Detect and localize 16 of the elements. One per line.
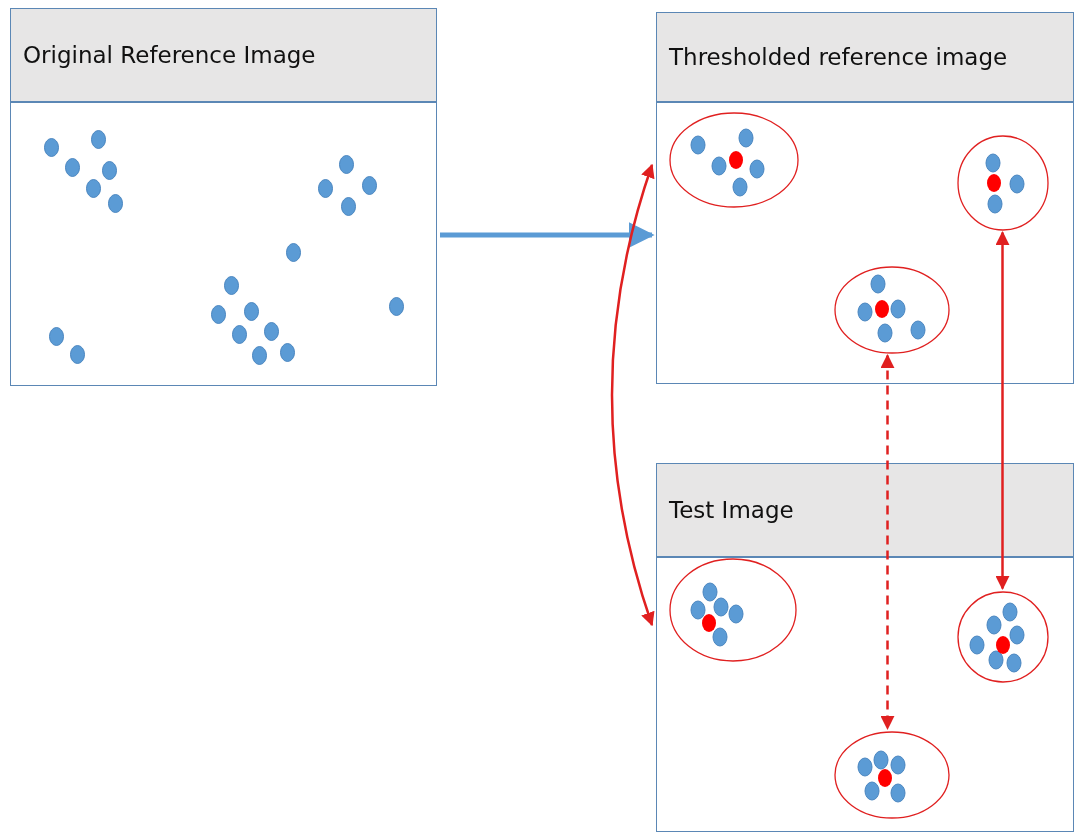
arrow — [610, 163, 655, 627]
panel-title: Original Reference Image — [22, 42, 316, 68]
cluster-ellipse — [956, 590, 1049, 683]
arrow — [995, 231, 1010, 590]
panel-title: Thresholded reference image — [668, 44, 1008, 70]
panel-title: Test Image — [668, 497, 794, 523]
image-panel — [10, 8, 437, 386]
image-panel — [656, 12, 1074, 384]
image-panel — [656, 463, 1074, 832]
cluster-ellipse — [833, 730, 950, 819]
cluster-ellipse — [668, 557, 797, 662]
cluster-ellipse — [833, 265, 950, 354]
cluster-ellipse — [956, 134, 1049, 231]
cluster-ellipse — [668, 111, 799, 208]
arrow — [440, 222, 655, 248]
arrow — [880, 354, 895, 730]
